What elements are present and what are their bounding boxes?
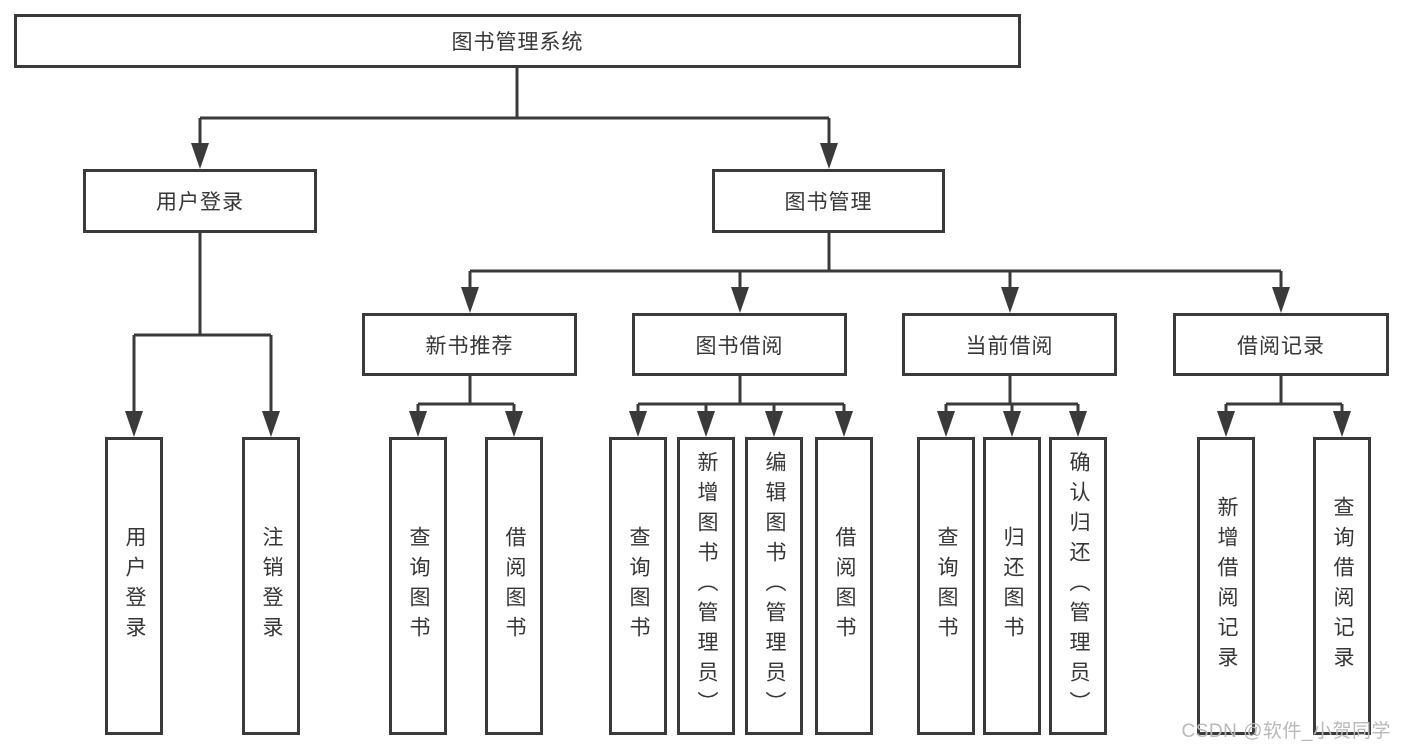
node-user-login-label: 用户登录 xyxy=(156,191,244,214)
node-book-borrowing: 图书借阅 xyxy=(632,313,847,376)
leaf-query-books-current-label: 查询图书 xyxy=(935,526,958,646)
node-book-management: 图书管理 xyxy=(712,169,945,233)
leaf-confirm-return-admin: 确认归还（管理员） xyxy=(1049,437,1107,735)
leaf-user-login-label: 用户登录 xyxy=(123,526,146,646)
leaf-return-book: 归还图书 xyxy=(983,437,1041,735)
arrow-icon xyxy=(461,287,479,313)
arrow-icon xyxy=(409,411,427,437)
arrow-icon xyxy=(937,411,955,437)
leaf-add-borrow-record: 新增借阅记录 xyxy=(1197,437,1255,735)
leaf-borrow-books: 借阅图书 xyxy=(815,437,873,735)
node-book-management-label: 图书管理 xyxy=(784,191,873,214)
leaf-add-book-admin-label: 新增图书（管理员） xyxy=(695,451,718,721)
leaf-edit-book-admin: 编辑图书（管理员） xyxy=(745,437,803,735)
node-current-borrowing: 当前借阅 xyxy=(902,313,1117,376)
arrow-icon xyxy=(505,411,523,437)
leaf-borrow-books-label: 借阅图书 xyxy=(833,526,856,646)
arrow-icon xyxy=(262,411,280,437)
leaf-add-book-admin: 新增图书（管理员） xyxy=(677,437,735,735)
leaf-confirm-return-admin-label: 确认归还（管理员） xyxy=(1067,451,1090,721)
arrow-icon xyxy=(835,411,853,437)
arrow-icon xyxy=(191,143,209,169)
leaf-borrow-books-recommend: 借阅图书 xyxy=(485,437,543,735)
node-user-login: 用户登录 xyxy=(83,169,317,233)
csdn-watermark: CSDN @软件_小贺同学 xyxy=(1181,721,1391,742)
leaf-logout: 注销登录 xyxy=(242,437,300,735)
leaf-query-books-borrow-label: 查询图书 xyxy=(627,526,650,646)
node-book-borrowing-label: 图书借阅 xyxy=(695,334,784,358)
leaf-query-books-recommend-label: 查询图书 xyxy=(407,526,430,646)
arrow-icon xyxy=(1001,287,1019,313)
leaf-add-borrow-record-label: 新增借阅记录 xyxy=(1215,496,1238,676)
node-new-book-recommend-label: 新书推荐 xyxy=(425,334,514,358)
arrow-icon xyxy=(1272,287,1290,313)
arrow-icon xyxy=(629,411,647,437)
leaf-borrow-books-recommend-label: 借阅图书 xyxy=(503,526,526,646)
arrow-icon xyxy=(1217,411,1235,437)
leaf-query-borrow-record-label: 查询借阅记录 xyxy=(1331,496,1354,676)
node-current-borrowing-label: 当前借阅 xyxy=(965,334,1054,358)
leaf-query-borrow-record: 查询借阅记录 xyxy=(1313,437,1371,735)
arrow-icon xyxy=(125,411,143,437)
node-library-system: 图书管理系统 xyxy=(14,14,1021,68)
node-borrowing-records-label: 借阅记录 xyxy=(1237,334,1325,358)
arrow-icon xyxy=(1069,411,1087,437)
leaf-query-books-borrow: 查询图书 xyxy=(609,437,667,735)
arrow-icon xyxy=(820,143,838,169)
arrow-icon xyxy=(731,287,749,313)
arrow-icon xyxy=(1003,411,1021,437)
leaf-query-books-recommend: 查询图书 xyxy=(389,437,447,735)
arrow-icon xyxy=(1333,411,1351,437)
node-library-system-label: 图书管理系统 xyxy=(451,31,584,54)
node-borrowing-records: 借阅记录 xyxy=(1173,313,1389,376)
leaf-query-books-current: 查询图书 xyxy=(917,437,975,735)
leaf-logout-label: 注销登录 xyxy=(260,526,283,646)
leaf-return-book-label: 归还图书 xyxy=(1001,526,1024,646)
arrow-icon xyxy=(697,411,715,437)
node-new-book-recommend: 新书推荐 xyxy=(362,313,577,376)
arrow-icon xyxy=(765,411,783,437)
leaf-user-login: 用户登录 xyxy=(105,437,163,735)
leaf-edit-book-admin-label: 编辑图书（管理员） xyxy=(763,451,786,721)
